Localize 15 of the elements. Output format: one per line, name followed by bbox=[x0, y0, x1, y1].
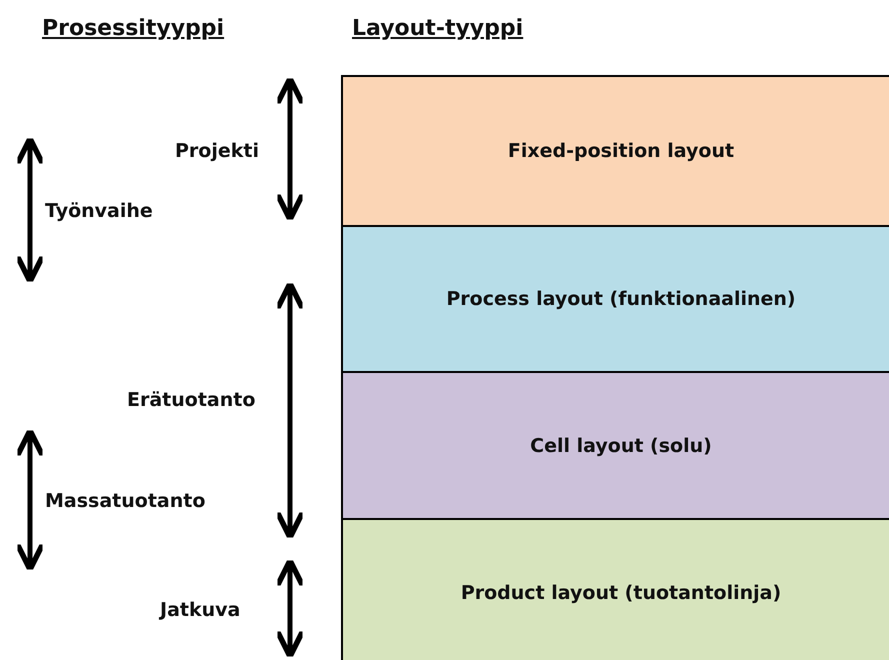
column-heading: Prosessityyppi bbox=[42, 16, 224, 41]
process-type-label: Massatuotanto bbox=[45, 490, 206, 512]
layout-box bbox=[341, 518, 889, 660]
process-type-label: Työnvaihe bbox=[45, 200, 153, 222]
process-type-label: Jatkuva bbox=[160, 599, 240, 621]
layout-type-text: Cell layout (solu) bbox=[530, 434, 712, 456]
layout-box bbox=[341, 225, 889, 373]
column-heading: Layout-tyyppi bbox=[352, 16, 524, 41]
layout-type-text: Product layout (tuotantolinja) bbox=[460, 582, 782, 604]
process-type-label: Projekti bbox=[175, 140, 259, 162]
layout-box bbox=[341, 75, 889, 227]
layout-type-text: Fixed-position layout bbox=[508, 140, 734, 162]
layout-box bbox=[341, 371, 889, 520]
layout-type-text: Process layout (funktionaalinen) bbox=[446, 288, 796, 310]
process-type-label: Erätuotanto bbox=[127, 389, 256, 411]
